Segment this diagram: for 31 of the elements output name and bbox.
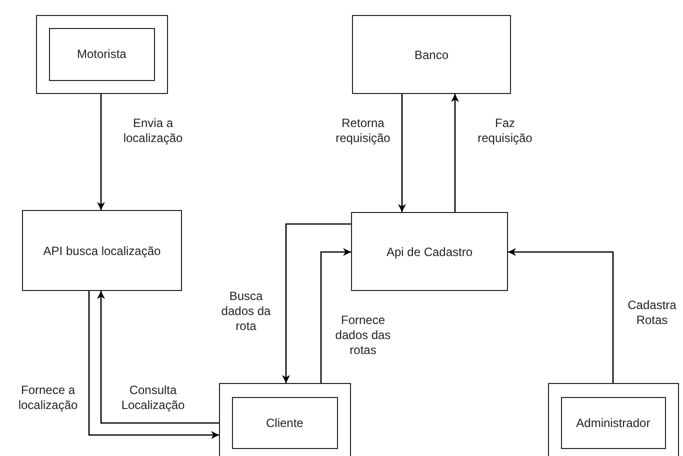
entity-box	[232, 396, 338, 449]
entity-box	[48, 28, 155, 81]
entity-frame	[36, 15, 168, 94]
edge-label: Fornece a localização	[17, 383, 79, 413]
edge-label: Consulta Localização	[120, 383, 186, 413]
process-box	[22, 210, 182, 291]
entity-box	[560, 396, 666, 449]
edge-label: Cadastra Rotas	[626, 298, 678, 328]
arrow	[320, 248, 351, 383]
edge-label: Envia a localização	[122, 116, 184, 146]
entity-frame	[219, 383, 351, 456]
process-box	[351, 212, 508, 291]
arrow	[97, 94, 105, 210]
arrow	[88, 291, 219, 439]
node-label: Banco	[414, 48, 449, 62]
arrow	[398, 94, 406, 212]
edge-label: Fornece dados das rotas	[334, 313, 392, 358]
node-label: Administrador	[576, 416, 650, 430]
node-label: Cliente	[266, 416, 304, 430]
process-box	[352, 15, 511, 94]
edge-label: Busca dados da rota	[220, 289, 272, 334]
entity-frame	[548, 383, 679, 456]
arrow	[97, 291, 219, 424]
arrow	[508, 248, 614, 383]
edge-label: Faz requisição	[476, 116, 534, 146]
edge-label: Retorna requisição	[334, 116, 392, 146]
node-label: Api de Cadastro	[386, 244, 473, 258]
arrow	[451, 94, 459, 212]
node-label: API busca localização	[43, 244, 161, 258]
arrow	[282, 223, 351, 383]
node-label: Motorista	[77, 47, 126, 62]
